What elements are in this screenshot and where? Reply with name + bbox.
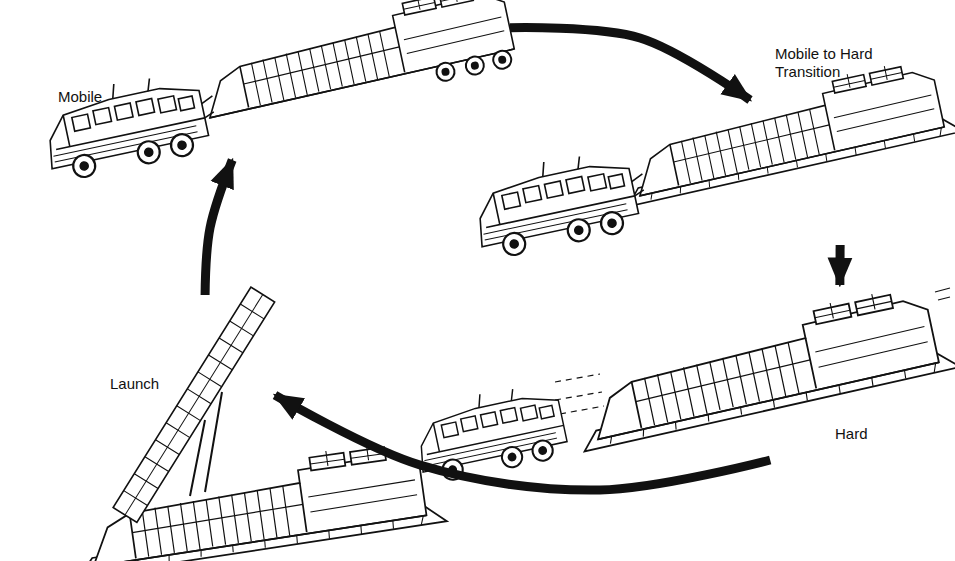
cycle-arrow [275, 395, 770, 490]
cycle-arrow [510, 28, 750, 100]
cycle-arrow [835, 245, 844, 285]
stage-label: Mobile to Hard Transition [775, 45, 905, 81]
cycle-arrow [205, 160, 232, 295]
transition-vehicle [463, 53, 955, 262]
stage-node: Launch [85, 295, 275, 555]
stage-node: Mobile to Hard Transition [515, 100, 940, 245]
hard-vehicle [410, 279, 955, 485]
launch-vehicle [67, 287, 448, 561]
stage-label: Hard [835, 425, 868, 443]
stage-node: Hard [410, 285, 950, 460]
mobile-vehicle [33, 0, 522, 183]
stage-label: Mobile [58, 88, 102, 106]
stage-label: Launch [110, 375, 159, 393]
stage-node: Mobile [40, 8, 510, 160]
